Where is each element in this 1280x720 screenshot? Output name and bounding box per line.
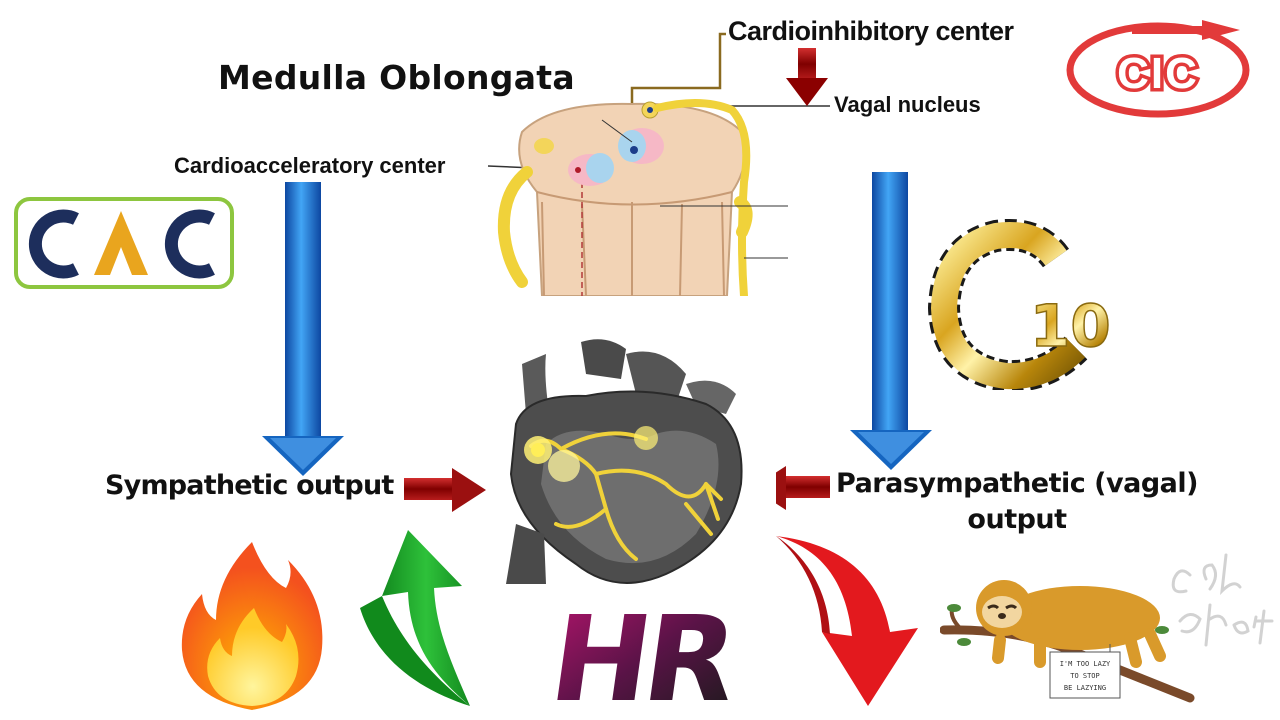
medulla-cross-section-image [497,98,788,296]
heart-rate-down-arrow [776,536,918,706]
cardioinhibitory-center-label: Cardioinhibitory center [728,16,1014,46]
cic-logo: CIC CIC [1066,20,1250,118]
watermark [1171,553,1274,647]
svg-text:CIC: CIC [1117,49,1199,98]
parasympathetic-output-label: Parasympathetic (vagal) output [836,468,1198,535]
sympathetic-output-label: Sympathetic output [105,470,394,501]
sloth-sign-line-3: BE LAZYING [1064,684,1106,692]
hr-logo: HR [543,596,744,714]
vagal-nucleus-label: Vagal nucleus [834,92,981,117]
c10-logo: 10 [927,219,1111,390]
sloth-sign-line-1: I'M TOO LAZY [1060,660,1111,668]
cardioacceleratory-center-label: Cardioacceleratory center [174,153,446,178]
cardioinhibitory-down-arrow [786,48,828,106]
fire-icon [181,542,323,710]
left-blue-down-arrow [262,182,344,476]
svg-text:CIC: CIC [1117,49,1199,98]
sympathetic-to-heart-arrow [404,468,486,512]
sloth-sign-line-2: TO STOP [1070,672,1100,680]
right-blue-down-arrow [850,172,932,470]
cac-logo [14,197,234,289]
sloth-illustration: I'M TOO LAZY TO STOP BE LAZYING [940,580,1195,703]
svg-text:HR: HR [543,596,744,714]
svg-text:10: 10 [1030,292,1111,360]
heart-rate-up-arrow [360,530,470,706]
diagram-title: Medulla Oblongata [218,58,575,97]
heart-conduction-image [486,334,776,600]
